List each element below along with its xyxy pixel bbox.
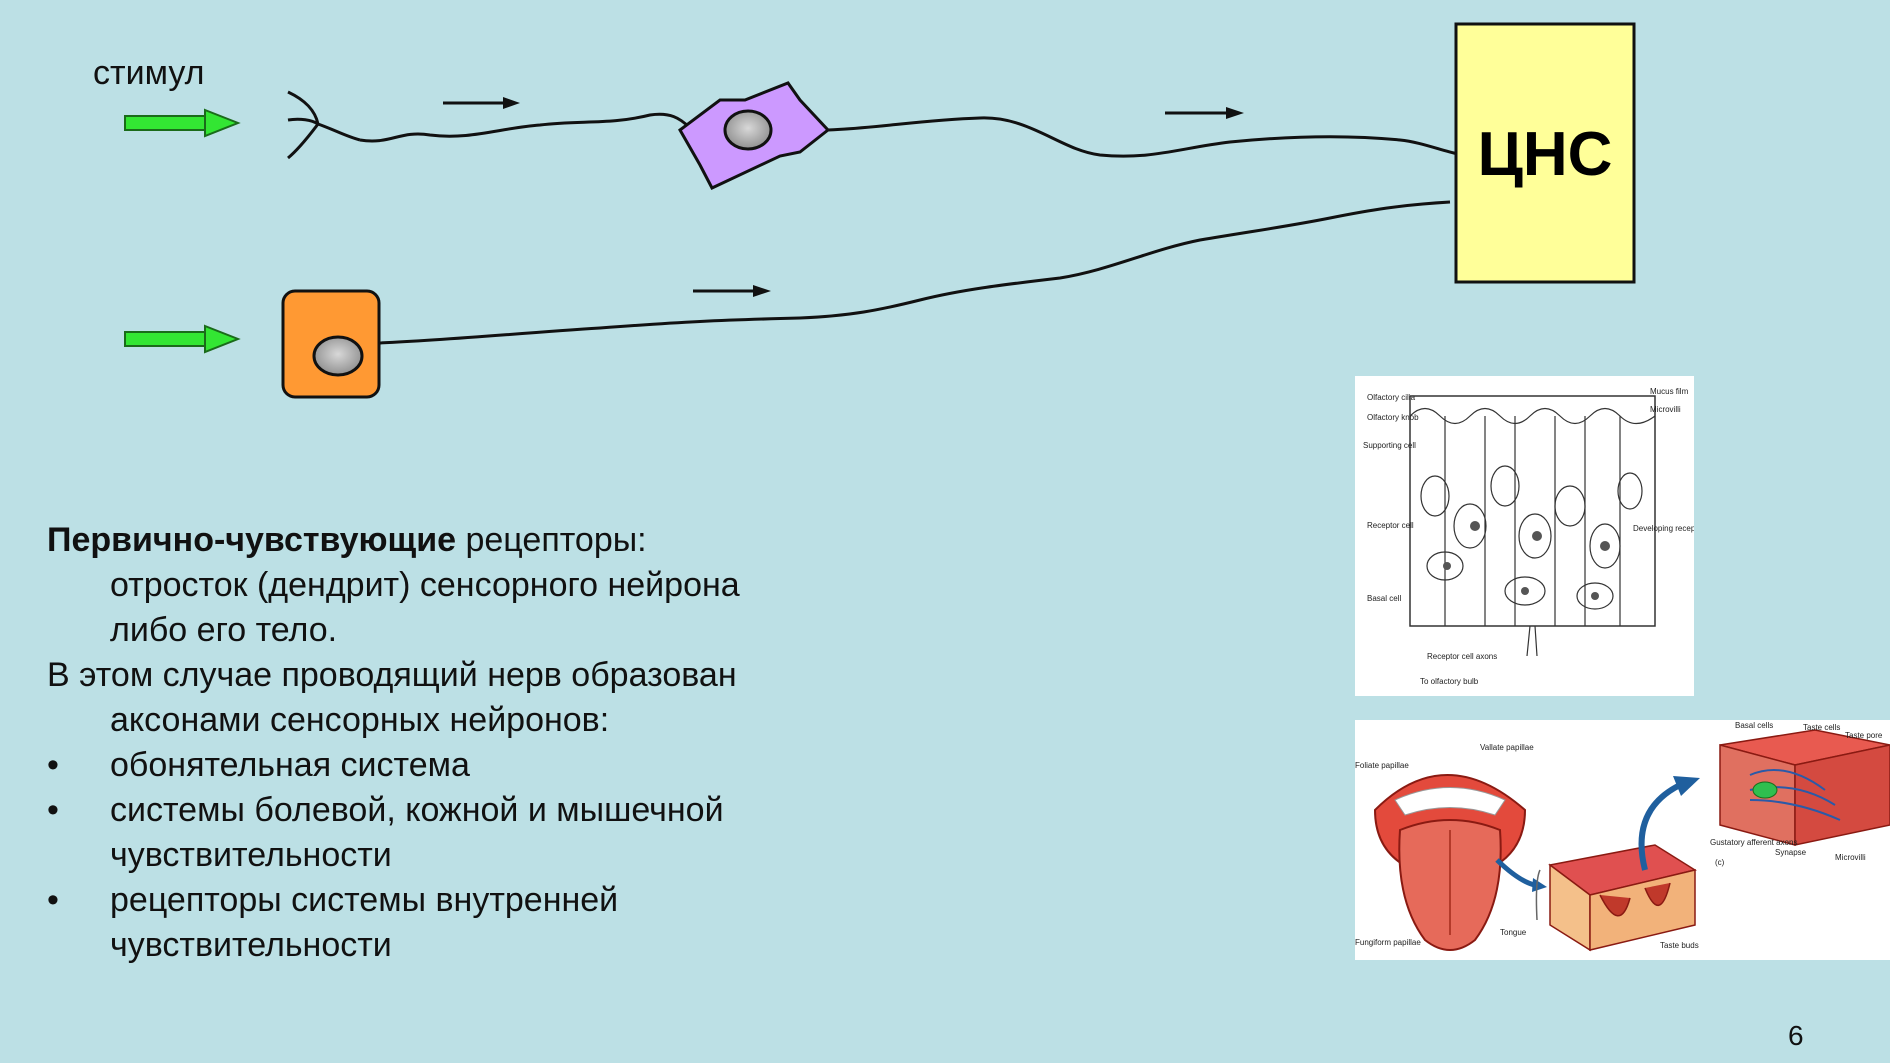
neuron-nucleus (723, 109, 773, 151)
figure-label: Gustatory afferent axons (1710, 838, 1797, 847)
figure-label: Taste pore (1845, 731, 1883, 740)
figure-label: Receptor cell axons (1427, 652, 1497, 661)
figure-label: Basal cells (1735, 721, 1773, 730)
stimulus-label: стимул (93, 54, 205, 92)
figure-label: Taste buds (1660, 941, 1699, 950)
taste-illustration: Foliate papillae Vallate papillae Fungif… (1355, 721, 1890, 952)
direction-arrow (443, 97, 520, 109)
afferent-fiber (378, 200, 1451, 345)
figure-label: Synapse (1775, 848, 1807, 857)
figure-label: Vallate papillae (1480, 743, 1534, 752)
figure-label: Olfactory knob (1367, 413, 1419, 422)
figure-label: Foliate papillae (1355, 761, 1409, 770)
cns-label: ЦНС (1478, 120, 1613, 189)
figure-label: Fungiform papillae (1355, 938, 1421, 947)
olfactory-illustration: Olfactory cilia Olfactory knob Supportin… (1363, 387, 1719, 686)
cns-box (1454, 22, 1636, 284)
sensory-dendrite (359, 112, 692, 143)
figure-label: Mucus film (1650, 387, 1689, 396)
figure-label: Tongue (1500, 928, 1527, 937)
list-item: •системы болевой, кожной и мышечной (47, 788, 847, 833)
bullet-icon: • (47, 746, 59, 784)
direction-arrow (693, 285, 771, 297)
sensory-axon (827, 116, 1459, 158)
list-item: •обонятельная система (47, 743, 847, 788)
figure-label: (c) (1715, 858, 1725, 867)
figure-label: Olfactory cilia (1367, 393, 1416, 402)
text-line: В этом случае проводящий нерв образован (47, 656, 737, 694)
bullet-icon: • (47, 881, 59, 919)
text-line: либо его тело. (110, 611, 338, 649)
intro-line: Первично-чувствующие рецепторы: (47, 518, 847, 563)
list-item: •рецепторы системы внутренней (47, 878, 847, 923)
bullet-icon: • (47, 791, 59, 829)
figure-label: Basal cell (1367, 594, 1401, 603)
stimulus-arrow-bottom (124, 324, 241, 354)
figure-label: Microvilli (1650, 405, 1681, 414)
olfactory-epithelium-figure: Olfactory cilia Olfactory knob Supportin… (1355, 376, 1719, 696)
direction-arrow (1165, 107, 1244, 119)
figure-label: Developing receptor cell (1633, 524, 1694, 533)
taste-system-figure: Foliate papillae Vallate papillae Fungif… (1355, 720, 1890, 960)
text-line: отросток (дендрит) сенсорного нейрона (110, 566, 740, 604)
description-text: Первично-чувствующие рецепторы: отросток… (47, 518, 847, 968)
list-item-continuation: чувствительности (110, 926, 392, 964)
stimulus-arrow-top (124, 108, 241, 138)
figure-label: Microvilli (1835, 853, 1866, 862)
figure-label: Supporting cell (1363, 441, 1416, 450)
primary-receptors-term: Первично-чувствующие (47, 521, 457, 559)
page-number: 6 (1788, 1020, 1804, 1051)
list-item-continuation: чувствительности (110, 836, 392, 874)
dendrite-endings (287, 90, 361, 160)
receptor-nucleus (312, 335, 364, 377)
intro-rest: рецепторы: (456, 521, 647, 559)
schematic-diagram: ЦНС (124, 22, 1636, 399)
figure-label: Receptor cell (1367, 521, 1414, 530)
figure-label: Taste cells (1803, 723, 1840, 732)
figure-label: To olfactory bulb (1420, 677, 1479, 686)
text-line: аксонами сенсорных нейронов: (110, 701, 610, 739)
